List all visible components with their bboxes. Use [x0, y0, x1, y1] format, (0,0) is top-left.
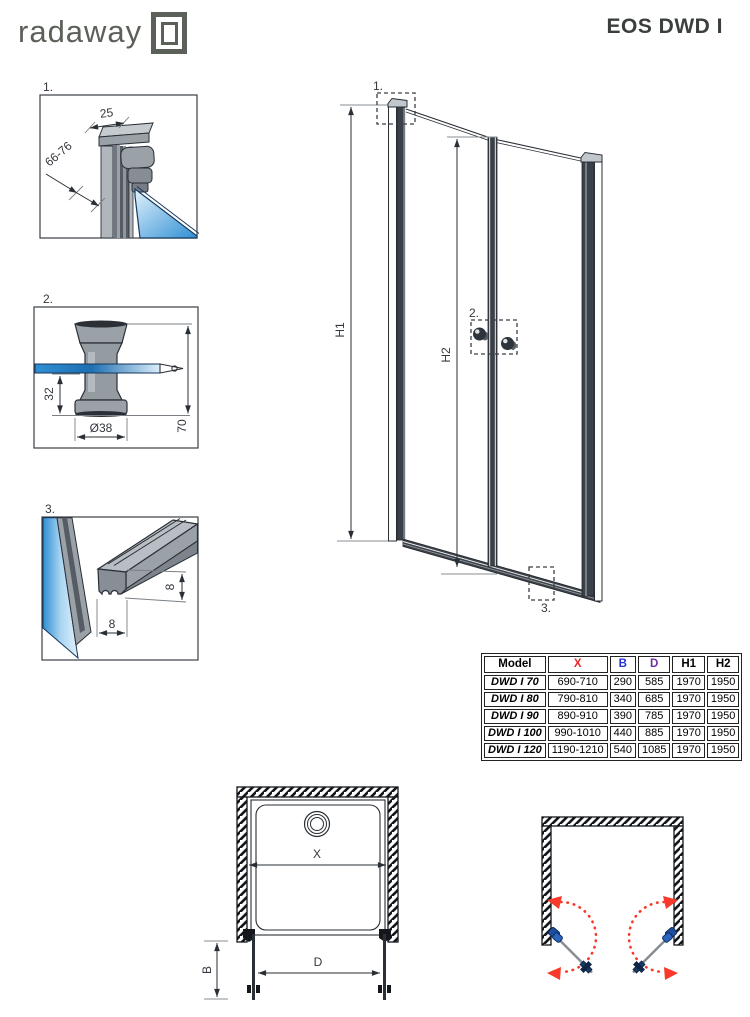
cell-x: 990-1010: [547, 726, 608, 741]
spec-table: Model X B D H1 H2 DWD I 70 690-710 290 5…: [481, 653, 743, 761]
detail-1-label: 1.: [43, 80, 53, 94]
cell-h2: 1950: [706, 726, 740, 741]
detail-3-dim-8h: 8: [109, 617, 116, 631]
table-header-row: Model X B D H1 H2: [484, 656, 740, 673]
cell-model: DWD I 120: [484, 743, 546, 758]
cell-x: 690-710: [547, 675, 608, 690]
elevation-callout-2: 2.: [469, 306, 479, 320]
detail-3-bottom-seal: 3. 8 8: [41, 502, 200, 661]
cell-h2: 1950: [706, 675, 740, 690]
logo-square-inner-icon: [160, 21, 178, 45]
cell-x: 790-810: [547, 692, 608, 707]
logo-square-icon: [151, 12, 188, 54]
table-row: DWD I 90 890-910 390 785 1970 1950: [484, 709, 740, 724]
detail-2-knob: 2. 32 Ø38 70: [33, 292, 199, 449]
swing-right-wing: [627, 894, 680, 982]
swing-diagram: [541, 816, 684, 982]
detail-2-dim-70: 70: [175, 419, 189, 433]
cell-b: 290: [609, 675, 636, 690]
cell-model: DWD I 80: [484, 692, 546, 707]
detail-2-dim-diameter: Ø38: [90, 421, 113, 435]
cell-h1: 1970: [672, 726, 705, 741]
cell-b: 390: [609, 709, 636, 724]
cell-h2: 1950: [706, 743, 740, 758]
detail-2-dim-32: 32: [42, 387, 56, 401]
table-row: DWD I 120 1190-1210 540 1085 1970 1950: [484, 743, 740, 758]
col-header-h2: H2: [706, 656, 740, 673]
col-header-h1: H1: [672, 656, 705, 673]
elevation-callout-3: 3.: [541, 601, 551, 615]
logo-text: radaway: [18, 13, 143, 49]
door-elevation: H1 H2: [333, 79, 603, 615]
cell-x: 1190-1210: [547, 743, 608, 758]
elevation-callout-1: 1.: [373, 79, 383, 93]
elevation-dim-h2: H2: [439, 347, 453, 363]
swing-left-wing: [547, 896, 598, 980]
elevation-dim-h1: H1: [333, 322, 347, 338]
col-header-model: Model: [484, 656, 546, 673]
cell-b: 340: [609, 692, 636, 707]
detail-2-label: 2.: [43, 292, 53, 306]
table-row: DWD I 70 690-710 290 585 1970 1950: [484, 675, 740, 690]
cell-x: 890-910: [547, 709, 608, 724]
detail-1-dim-25: 25: [99, 105, 114, 121]
cell-d: 685: [637, 692, 671, 707]
cell-h2: 1950: [706, 709, 740, 724]
cell-h1: 1970: [672, 743, 705, 758]
page-title: EOS DWD I: [606, 15, 723, 38]
table-row: DWD I 80 790-810 340 685 1970 1950: [484, 692, 740, 707]
cell-model: DWD I 70: [484, 675, 546, 690]
radaway-logo: radaway: [18, 12, 188, 54]
col-header-b: B: [609, 656, 636, 673]
cell-h2: 1950: [706, 692, 740, 707]
table-row: DWD I 100 990-1010 440 885 1970 1950: [484, 726, 740, 741]
detail-3-label: 3.: [45, 502, 55, 516]
col-header-x: X: [547, 656, 608, 673]
cell-h1: 1970: [672, 692, 705, 707]
cell-b: 440: [609, 726, 636, 741]
cell-d: 1085: [637, 743, 671, 758]
plan-dim-b: B: [200, 966, 214, 974]
cell-model: DWD I 90: [484, 709, 546, 724]
detail-3-dim-8v: 8: [163, 583, 177, 590]
plan-dim-x: X: [313, 847, 321, 861]
plan-dim-d: D: [314, 955, 323, 969]
col-header-d: D: [637, 656, 671, 673]
cell-d: 785: [637, 709, 671, 724]
detail-1-dim-66-76: 66-76: [42, 139, 75, 170]
plan-view: X B D: [200, 786, 399, 1000]
cell-d: 885: [637, 726, 671, 741]
cell-b: 540: [609, 743, 636, 758]
cell-h1: 1970: [672, 675, 705, 690]
detail-1-wall-profile: 1. 25: [39, 80, 200, 239]
cell-h1: 1970: [672, 709, 705, 724]
cell-model: DWD I 100: [484, 726, 546, 741]
cell-d: 585: [637, 675, 671, 690]
